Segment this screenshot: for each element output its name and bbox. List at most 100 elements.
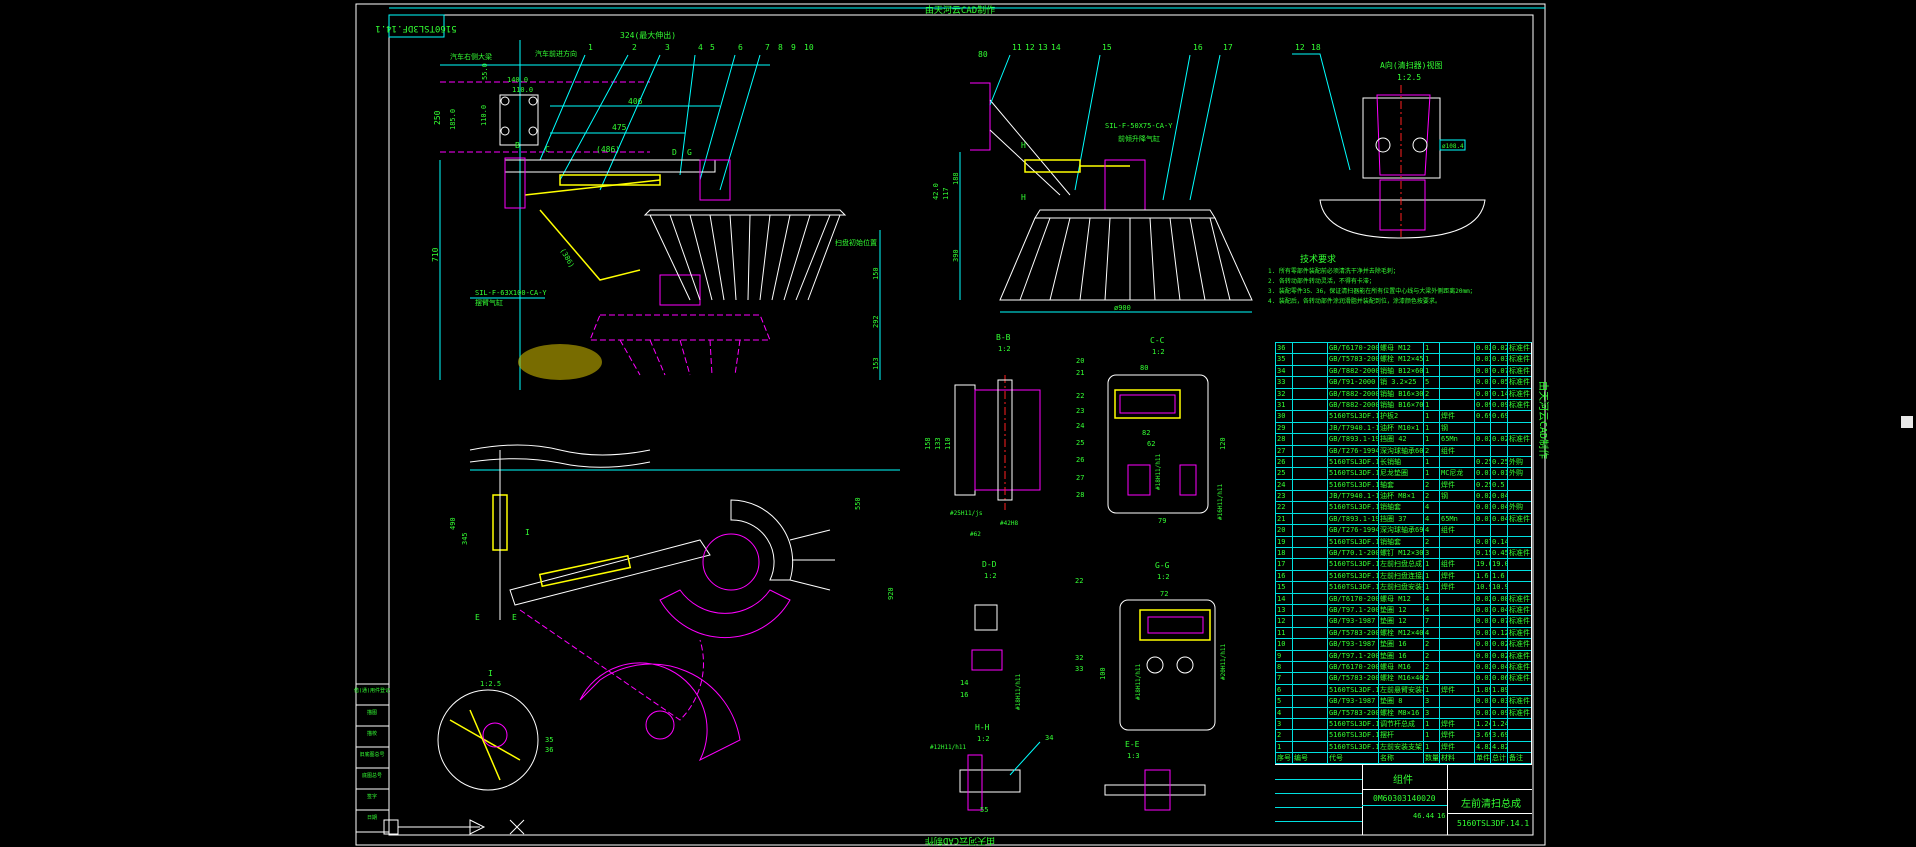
parts-cell-mat [1439,639,1474,650]
parts-cell-name: 尼龙垫圈 [1378,468,1423,479]
parts-cell-qty: 2 [1423,673,1439,684]
svg-text:I: I [525,528,530,537]
scrollbar-thumb[interactable] [1901,416,1913,428]
svg-text:133: 133 [934,437,942,450]
plan-view: 550 490 345 920 E E I [449,444,900,762]
parts-cell-note [1507,559,1531,570]
parts-cell-qty: 4 [1423,593,1439,604]
parts-cell-no: 22 [1275,502,1292,513]
svg-text:345: 345 [461,532,469,545]
parts-cell-qty: 4 [1423,604,1439,616]
svg-text:406: 406 [628,97,643,106]
svg-text:3. 装配零件35、36，保证清扫器能在所有位置中心线与大梁: 3. 装配零件35、36，保证清扫器能在所有位置中心线与大梁外侧距离20mm； [1268,287,1476,295]
svg-text:#16H11/h11: #16H11/h11 [1217,483,1224,520]
svg-text:110: 110 [944,437,952,450]
svg-text:1:2.5: 1:2.5 [480,680,501,688]
parts-cell-no: 4 [1275,707,1292,718]
parts-cell-qty: 2 [1423,491,1439,502]
svg-text:扫盘初始位置: 扫盘初始位置 [835,238,877,247]
parts-cell-std: 5160TSL3DF.14.1-2 [1327,502,1378,513]
parts-cell-qty: 2 [1423,388,1439,399]
parts-cell-name: 螺栓 M12×45 [1378,354,1423,365]
parts-cell-unit: 0.02 [1474,343,1490,354]
parts-cell-std: GB/T882-2000 [1327,399,1378,411]
parts-cell-code [1292,388,1327,399]
svg-text:34: 34 [1045,734,1053,742]
svg-text:920: 920 [887,587,895,600]
parts-cell-unit [1474,445,1490,456]
svg-text:日期: 日期 [367,815,377,821]
svg-text:79: 79 [1158,517,1166,525]
parts-cell-qty: 1 [1423,570,1439,582]
parts-cell-mat: 焊件 [1439,718,1474,730]
parts-cell-unit: 0.01 [1474,604,1490,616]
parts-cell-mat: 焊件 [1439,730,1474,741]
svg-text:62: 62 [1147,440,1155,448]
svg-text:7: 7 [765,43,770,52]
parts-cell-total: 1.89 [1490,684,1507,696]
parts-cell-name: 销 3.2×25 [1378,377,1423,388]
svg-text:36: 36 [545,746,553,754]
parts-cell-qty: 3 [1423,696,1439,707]
svg-text:324(最大伸出): 324(最大伸出) [620,30,676,40]
svg-text:710: 710 [431,247,440,262]
svg-text:42.0: 42.0 [932,183,940,200]
parts-cell-unit: 3.69 [1474,730,1490,741]
vertical-scrollbar[interactable] [1898,0,1916,847]
parts-cell-name: 调节杆总成 [1378,718,1423,730]
parts-cell-unit: 0.01 [1474,377,1490,388]
parts-cell-std: GB/T893.1-1986 [1327,513,1378,525]
parts-cell-unit: 4.82 [1474,741,1490,753]
parts-header-cell: 代号 [1327,753,1378,764]
parts-cell-mat [1439,593,1474,604]
title-watermark-top: 由天河云CAD制作 [925,4,995,16]
svg-text:#20H11/h11: #20H11/h11 [1220,643,1227,680]
parts-cell-qty: 1 [1423,582,1439,593]
svg-text:H: H [1021,193,1026,202]
parts-cell-qty: 5 [1423,377,1439,388]
parts-cell-qty: 4 [1423,513,1439,525]
parts-cell-unit: 0.01 [1474,502,1490,513]
parts-cell-unit: 10.97 [1474,582,1490,593]
svg-text:1:2: 1:2 [1152,348,1165,356]
parts-cell-std: GB/T276-1994 [1327,445,1378,456]
parts-cell-code [1292,445,1327,456]
svg-text:24: 24 [1076,422,1084,430]
svg-text:SIL-F-63X100-CA-Y: SIL-F-63X100-CA-Y [475,289,547,297]
parts-cell-qty: 2 [1423,536,1439,548]
parts-cell-total [1490,422,1507,434]
parts-cell-std: 5160TSL3DF.14.1.8 [1327,479,1378,491]
svg-text:ø900: ø900 [1114,304,1131,312]
parts-cell-qty: 3 [1423,707,1439,718]
parts-cell-name: 挡圈 42 [1378,434,1423,445]
parts-cell-code [1292,696,1327,707]
svg-text:28: 28 [1076,491,1084,499]
parts-cell-std: JB/T7940.1-1995 [1327,491,1378,502]
parts-cell-code [1292,468,1327,479]
parts-cell-qty: 1 [1423,684,1439,696]
parts-cell-name: 销轴套 [1378,536,1423,548]
parts-cell-code [1292,707,1327,718]
parts-cell-std: GB/T5783-2000 [1327,707,1378,718]
drawing-name: 左前清扫总成 [1461,799,1521,810]
svg-text:借(通)用件登记: 借(通)用件登记 [354,687,390,694]
svg-text:8: 8 [778,43,783,52]
parts-cell-qty: 1 [1423,354,1439,365]
side-view: 80 11 12 13 14 15 16 17 SIL-F-50X75-CA-Y… [932,43,1253,313]
parts-cell-code [1292,434,1327,445]
parts-cell-note [1507,422,1531,434]
parts-cell-std: GB/T882-2000 [1327,365,1378,377]
parts-cell-code [1292,491,1327,502]
parts-cell-code [1292,513,1327,525]
parts-cell-mat [1439,399,1474,411]
parts-cell-mat [1439,502,1474,513]
parts-cell-note: 标准件 [1507,513,1530,525]
